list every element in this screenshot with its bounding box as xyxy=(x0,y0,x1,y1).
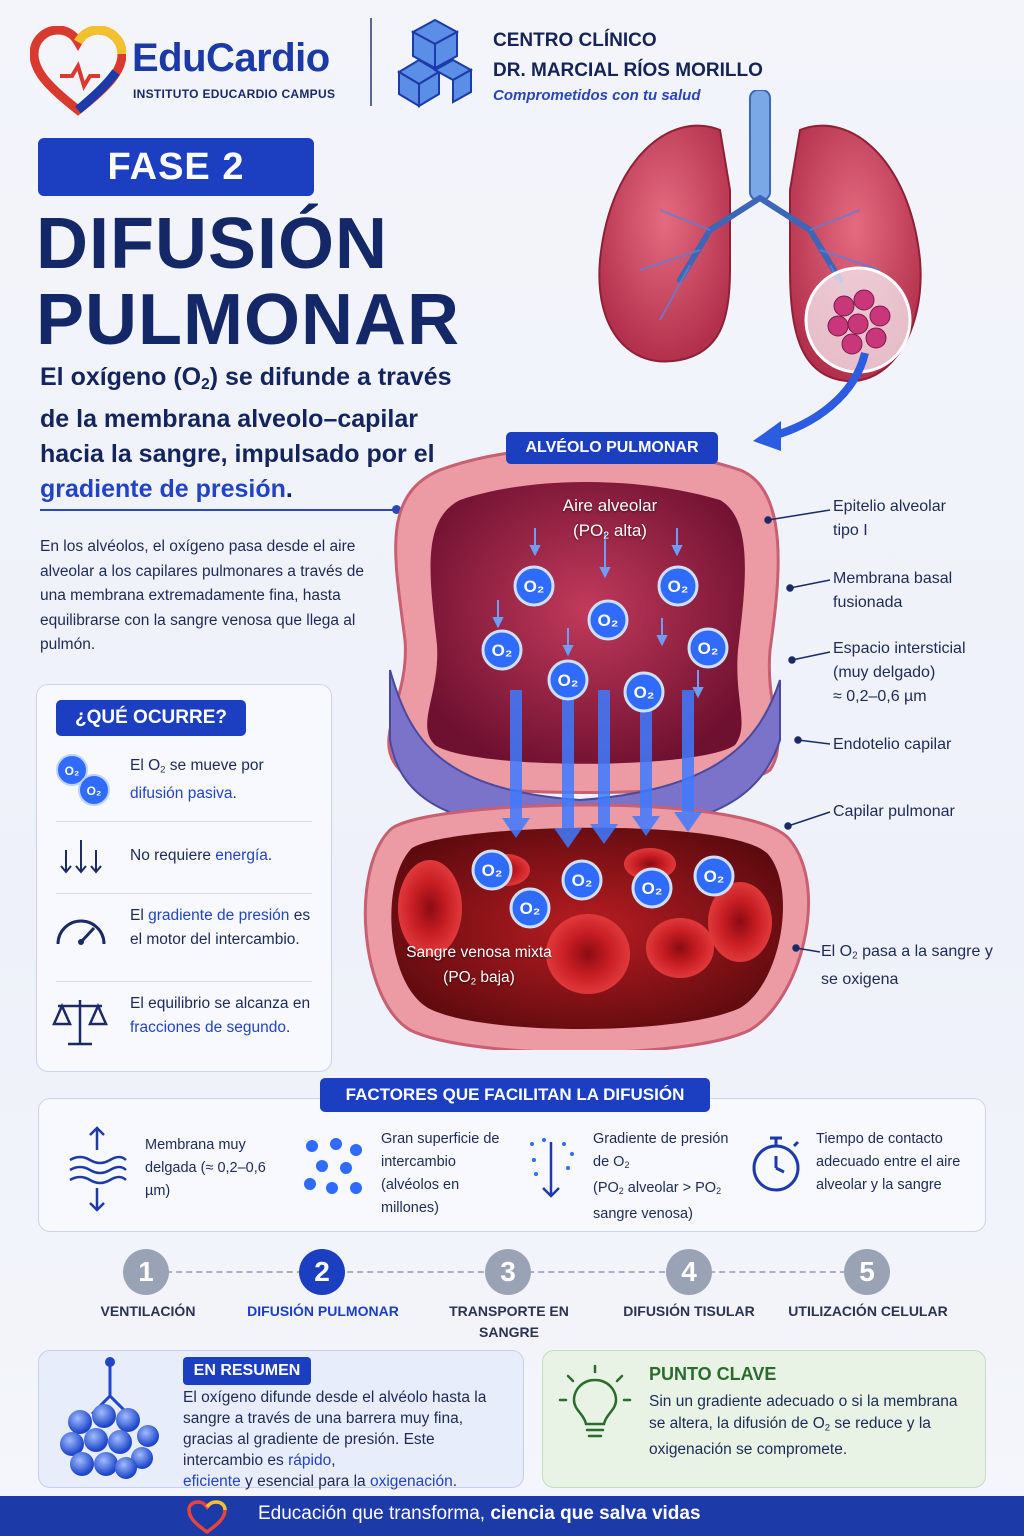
footer-bar xyxy=(0,1496,1024,1536)
alveoli-surface-icon xyxy=(304,1138,362,1194)
o2-molecule: O₂ xyxy=(631,867,673,909)
clinic-name-line1: CENTRO CLÍNICO xyxy=(493,30,657,51)
membrana-basal-label: Membrana basal fusionada xyxy=(833,570,953,611)
key-point-title: PUNTO CLAVE xyxy=(649,1364,777,1384)
step-label-1: VENTILACIÓN xyxy=(100,1303,196,1319)
svg-text:O₂: O₂ xyxy=(87,784,102,798)
down-arrows-icon xyxy=(60,840,102,874)
title-line2: PULMONAR xyxy=(36,280,460,360)
o2-molecule: O₂ xyxy=(687,627,729,669)
header-divider xyxy=(370,18,372,106)
o2-oxygenation-label: El O2 pasa a la sangre y se oxigena xyxy=(821,943,993,989)
venous-blood-label: Sangre venosa mixta(PO2 baja) xyxy=(406,944,552,988)
o2-molecule: O₂ xyxy=(623,671,665,713)
factor-surface: Gran superficie de intercambio (alvéolos… xyxy=(381,1131,500,1216)
step-label-3: TRANSPORTE EN SANGRE xyxy=(449,1303,569,1340)
lightbulb-icon xyxy=(558,1364,632,1438)
step-label-2: DIFUSIÓN PULMONAR xyxy=(247,1303,399,1319)
factors-title: FACTORES QUE FACILITAN LA DIFUSIÓN xyxy=(320,1078,710,1112)
svg-text:O₂: O₂ xyxy=(668,577,689,596)
key-point-card xyxy=(542,1350,986,1488)
brand-name: EduCardio xyxy=(132,36,330,80)
que-ocurre-separator xyxy=(56,893,312,894)
svg-text:O₂: O₂ xyxy=(482,861,503,880)
pressure-gradient-icon xyxy=(530,1138,574,1198)
step-circle-2: 2 xyxy=(299,1249,345,1295)
o2-molecule: O₂ xyxy=(587,599,629,641)
factors-card xyxy=(38,1098,986,1232)
step-label-4: DIFUSIÓN TISULAR xyxy=(623,1303,755,1319)
factor-membrane: Membrana muy delgada (≈ 0,2–0,6 µm) xyxy=(145,1137,266,1199)
step-circle-4: 4 xyxy=(666,1249,712,1295)
o2-molecules-icon: O₂ O₂ xyxy=(56,754,110,806)
svg-text:O₂: O₂ xyxy=(634,683,655,702)
o2-molecule: O₂ xyxy=(471,849,513,891)
zoom-arrow xyxy=(753,351,869,451)
que-ocurre-card xyxy=(36,684,332,1072)
que-ocurre-separator xyxy=(56,981,312,982)
clinic-tagline: Comprometidos con tu salud xyxy=(493,87,701,104)
summary-text: El oxígeno difunde desde el alvéolo hast… xyxy=(183,1389,487,1490)
que-ocurre-item-2: No requiere energía. xyxy=(130,847,273,864)
svg-text:O₂: O₂ xyxy=(572,871,593,890)
factor-gradient: Gradiente de presión de O2(PO2 alveolar … xyxy=(593,1131,729,1223)
key-point-text: Sin un gradiente adecuado o si la membra… xyxy=(649,1393,958,1459)
step-circle-3: 3 xyxy=(485,1249,531,1295)
capilar-label: Capilar pulmonar xyxy=(833,803,955,820)
o2-molecule: O₂ xyxy=(513,565,555,607)
o2-molecule: O₂ xyxy=(481,629,523,671)
o2-molecule: O₂ xyxy=(693,855,735,897)
o2-molecule: O₂ xyxy=(561,859,603,901)
step-circle-1: 1 xyxy=(123,1249,169,1295)
balance-scale-icon xyxy=(52,1000,108,1046)
que-ocurre-item-4: El equilibrio se alcanza en fracciones d… xyxy=(130,995,311,1036)
phase-badge: FASE 2 xyxy=(38,138,314,196)
alveoli-cluster-icon xyxy=(60,1357,159,1479)
que-ocurre-title: ¿QUÉ OCURRE? xyxy=(56,700,246,736)
que-ocurre-item-3: El gradiente de presión es el motor del … xyxy=(130,907,311,948)
step-label-5: UTILIZACIÓN CELULAR xyxy=(788,1303,948,1319)
svg-text:O₂: O₂ xyxy=(520,899,541,918)
svg-text:O₂: O₂ xyxy=(704,867,725,886)
epitelio-label: Epitelio alveolar tipo I xyxy=(833,498,946,539)
factor-time: Tiempo de contacto adecuado entre el air… xyxy=(816,1131,961,1193)
footer-heart-icon xyxy=(187,1500,227,1534)
lead-highlight: gradiente de presión xyxy=(40,474,286,503)
que-ocurre-separator xyxy=(56,821,312,822)
svg-text:O₂: O₂ xyxy=(642,879,663,898)
step-circle-5: 5 xyxy=(844,1249,890,1295)
diagram-leader-lines xyxy=(764,509,831,953)
title-line1: DIFUSIÓN xyxy=(36,204,389,284)
lead-paragraph: El oxígeno (O2) se difunde a través de l… xyxy=(40,363,452,503)
thin-membrane-icon xyxy=(69,1126,127,1212)
alveolus-badge: ALVÉOLO PULMONAR xyxy=(506,432,718,464)
intro-paragraph: En los alvéolos, el oxígeno pasa desde e… xyxy=(40,538,364,653)
educardio-heart-logo xyxy=(30,26,126,116)
stopwatch-icon xyxy=(752,1136,800,1192)
clinic-name-line2: DR. MARCIAL RÍOS MORILLO xyxy=(493,60,763,81)
svg-text:O₂: O₂ xyxy=(598,611,619,630)
o2-molecule: O₂ xyxy=(547,659,589,701)
summary-title: EN RESUMEN xyxy=(183,1357,311,1385)
svg-text:O₂: O₂ xyxy=(698,639,719,658)
espacio-intersticial-label: Espacio intersticial(muy delgado)≈ 0,2–0… xyxy=(833,640,966,705)
o2-molecule: O₂ xyxy=(657,565,699,607)
footer-slogan: Educación que transforma, ciencia que sa… xyxy=(258,1503,701,1524)
o2-molecule: O₂ xyxy=(509,887,551,929)
svg-text:O₂: O₂ xyxy=(65,764,80,778)
lead-divider xyxy=(40,509,396,511)
lungs-illustration xyxy=(598,90,922,383)
svg-text:O₂: O₂ xyxy=(492,641,513,660)
clinic-cubes-logo xyxy=(397,18,474,108)
svg-text:O₂: O₂ xyxy=(524,577,545,596)
gauge-icon xyxy=(56,919,106,945)
lead-divider-dot xyxy=(392,505,401,514)
brand-subtitle: INSTITUTO EDUCARDIO CAMPUS xyxy=(133,87,336,101)
alveolar-air-label: Aire alveolar(PO2 alta) xyxy=(562,496,658,542)
svg-text:O₂: O₂ xyxy=(558,671,579,690)
endotelio-label: Endotelio capilar xyxy=(833,736,952,753)
